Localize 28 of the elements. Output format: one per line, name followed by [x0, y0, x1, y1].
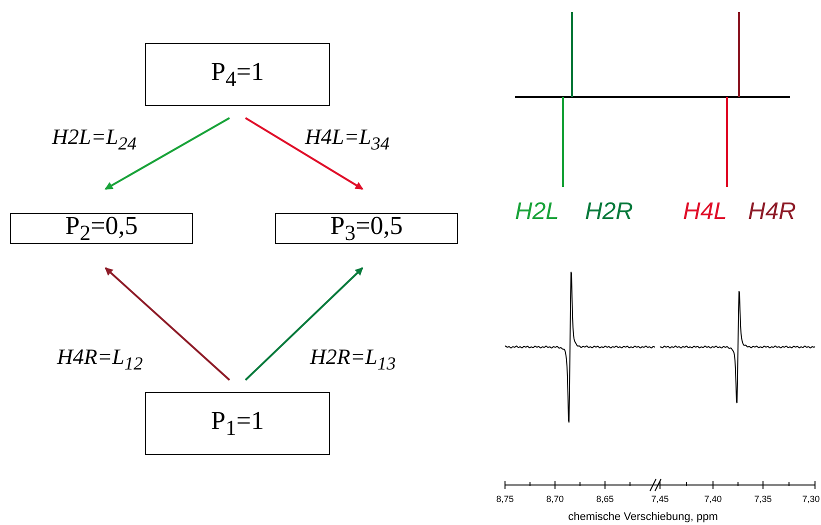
arrow — [244, 117, 364, 190]
tick-label: 8,70 — [546, 494, 564, 504]
tick-label: 7,45 — [651, 494, 669, 504]
tick-label: 8,65 — [596, 494, 614, 504]
arrow — [104, 117, 230, 190]
arrow — [244, 267, 364, 381]
arrow — [104, 267, 230, 381]
peak-label: H2L — [515, 198, 560, 226]
node-label: P$_{1}$=1 — [211, 406, 264, 442]
edge-label: H4L=L$_{34}$ — [305, 124, 390, 154]
axis-title: chemische Verschiebung, ppm — [568, 511, 718, 523]
node-label: P$_{3}$=0,5 — [330, 210, 403, 246]
edge-label: H4R=L$_{12}$ — [57, 344, 143, 374]
peak-label: H2R — [585, 198, 634, 226]
tick-label: 7,35 — [754, 494, 772, 504]
node-label: P$_{4}$=1 — [211, 56, 264, 92]
tick-label: 7,40 — [704, 494, 722, 504]
tick-label: 8,75 — [496, 494, 514, 504]
edge-label: H2L=L$_{24}$ — [52, 124, 137, 154]
process-box — [275, 213, 458, 244]
peak-label: H4L — [683, 198, 728, 226]
peak-label: H4R — [748, 198, 796, 226]
process-box — [145, 43, 330, 106]
process-box — [145, 392, 330, 455]
edge-label: H2R=L$_{13}$ — [310, 344, 396, 374]
process-box — [10, 213, 193, 244]
node-label: P$_{2}$=0,5 — [65, 210, 138, 246]
tick-label: 7,30 — [802, 494, 820, 504]
